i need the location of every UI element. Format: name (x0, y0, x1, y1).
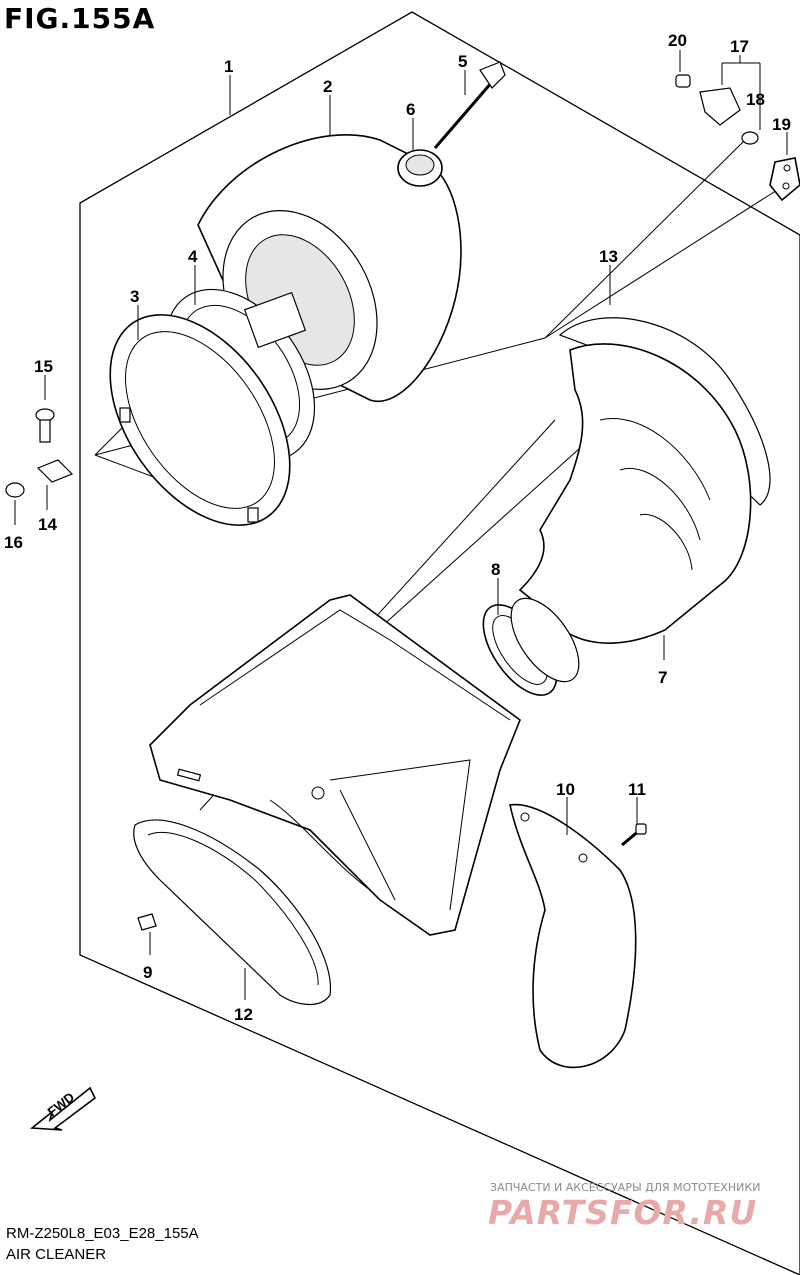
filter-holder-plate (109, 314, 291, 526)
watermark-logo: PARTSFOR.RU (488, 1193, 758, 1232)
figure-code: RM-Z250L8_E03_E28_155A (6, 1225, 199, 1242)
callout-7: 7 (658, 668, 667, 687)
guide-line (544, 139, 746, 339)
callout-5: 5 (458, 52, 467, 71)
air-box-seal (133, 819, 332, 1005)
grommet-nut (137, 913, 157, 931)
callout-13: 13 (599, 247, 618, 266)
callout-20: 20 (668, 31, 687, 50)
bracket-plate (769, 157, 800, 202)
callout-4: 4 (188, 247, 198, 266)
callout-2: 2 (323, 77, 332, 96)
callout-14: 14 (38, 515, 57, 534)
callout-11: 11 (628, 780, 646, 799)
callout-1: 1 (224, 57, 233, 76)
callout-12: 12 (234, 1005, 253, 1024)
callout-3: 3 (130, 287, 139, 306)
nut (5, 482, 25, 498)
leader-lines (14, 50, 788, 1000)
intake-boot (518, 343, 752, 644)
watermark-tagline: ЗАПЧАСТИ И АКСЕССУАРЫ ДЛЯ МОТОТЕХНИКИ (490, 1181, 761, 1194)
callout-9: 9 (143, 963, 152, 982)
hose-clamp (482, 597, 580, 696)
callout-19: 19 (772, 115, 791, 134)
figure-name: AIR CLEANER (6, 1246, 107, 1263)
callout-17: 17 (730, 37, 749, 56)
figure-title: FIG.155A (4, 2, 156, 35)
collar (397, 149, 443, 187)
tapping-screw (621, 823, 647, 847)
callout-18: 18 (746, 90, 765, 109)
assembly-frame (79, 11, 800, 1275)
fwd-arrow-icon: FWD (29, 1086, 97, 1131)
screw (35, 408, 55, 443)
clip-nut (36, 459, 74, 483)
callout-6: 6 (406, 100, 415, 119)
wing-bolt (433, 61, 506, 149)
rear-fender-duct (509, 803, 637, 1069)
callout-labels: 1 2 3 4 5 6 7 8 9 10 11 12 13 14 15 16 1… (4, 31, 791, 1024)
callout-16: 16 (4, 533, 23, 552)
callout-15: 15 (34, 357, 53, 376)
breather-fitting (675, 74, 759, 145)
air-box-housing (149, 594, 521, 936)
callout-8: 8 (491, 560, 500, 579)
guide-line (544, 184, 786, 339)
callout-10: 10 (556, 780, 575, 799)
